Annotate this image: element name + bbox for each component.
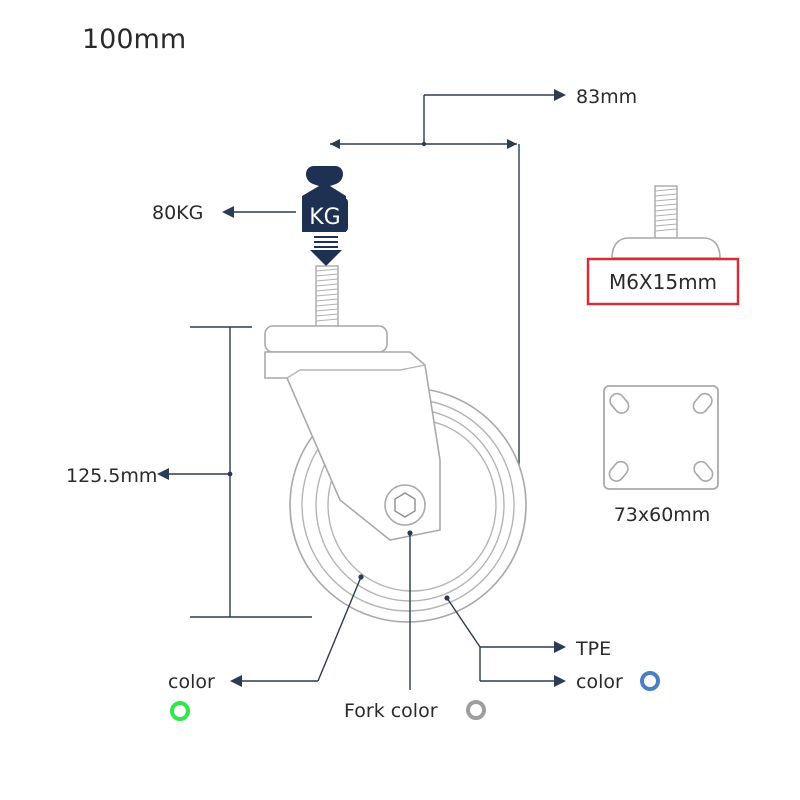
load-arrow-icon (310, 236, 342, 266)
page-title: 100mm (82, 24, 186, 55)
thread-highlight-box (586, 257, 740, 306)
tpe-label: TPE (575, 638, 611, 660)
swivel-head (264, 325, 441, 541)
thread-label: M6X15mm (609, 270, 717, 294)
tpe-color-label: color (576, 671, 623, 693)
plate-label: 73x60mm (614, 504, 711, 526)
thread-detail (611, 185, 721, 259)
load-label: 80KG (152, 202, 203, 224)
height-dimension (157, 326, 312, 618)
weight-icon (302, 166, 348, 232)
fork-color-swatch (466, 700, 486, 720)
width-dimension (330, 89, 566, 500)
core-color-leader (230, 574, 364, 687)
core-color-label: color (168, 671, 215, 693)
width-label: 83mm (576, 86, 637, 108)
mounting-plate-icon (603, 385, 719, 490)
core-color-swatch (170, 701, 190, 721)
weight-badge-label: KG (309, 205, 340, 230)
threaded-stem-icon (315, 265, 339, 327)
tpe-color-swatch (640, 671, 660, 691)
height-label: 125.5mm (66, 465, 157, 487)
fork-color-label: Fork color (344, 700, 438, 722)
fork-color-leader (407, 530, 413, 690)
tpe-leader (444, 595, 566, 687)
